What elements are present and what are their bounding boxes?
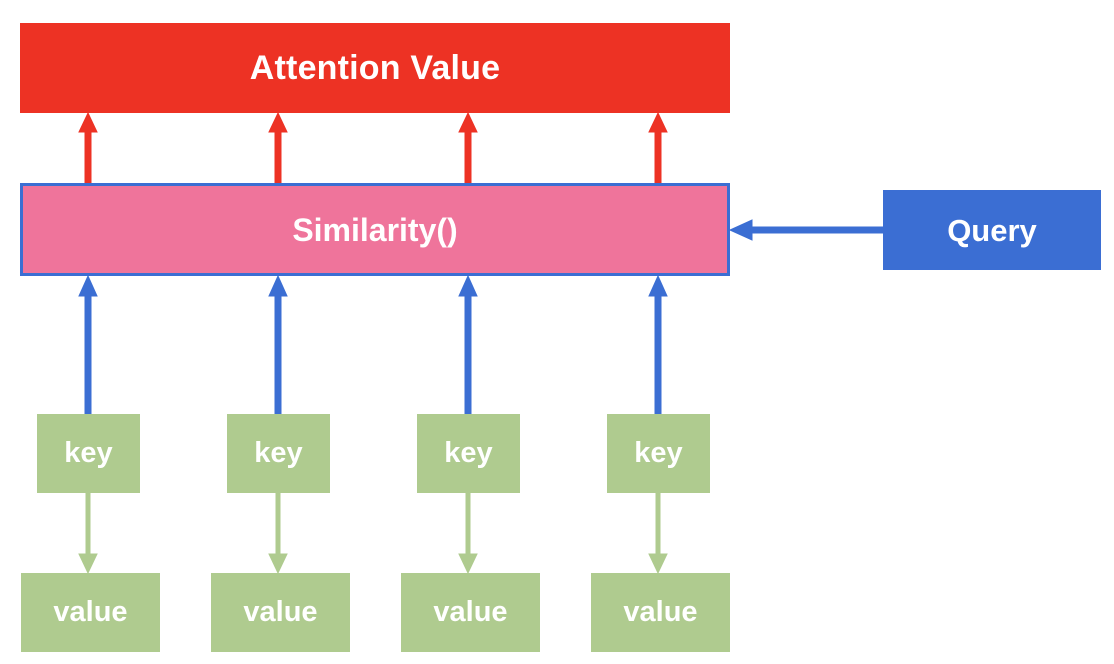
attention-value-label: Attention Value bbox=[249, 49, 501, 87]
arrow-key-to-value-4 bbox=[648, 492, 668, 575]
key-block-2: key bbox=[227, 414, 330, 493]
key-label-4: key bbox=[634, 437, 683, 469]
key-block-3: key bbox=[417, 414, 520, 493]
key-label-2: key bbox=[254, 437, 303, 469]
arrow-similarity-to-attention-2 bbox=[268, 111, 288, 185]
arrow-similarity-to-attention-4 bbox=[648, 111, 668, 185]
value-block-3: value bbox=[401, 573, 540, 652]
arrow-similarity-to-attention-3 bbox=[458, 111, 478, 185]
value-label-3: value bbox=[433, 596, 508, 628]
query-label: Query bbox=[947, 212, 1037, 248]
arrow-key-to-similarity-1 bbox=[78, 274, 98, 415]
arrow-key-to-similarity-3 bbox=[458, 274, 478, 415]
key-label-1: key bbox=[64, 437, 113, 469]
value-label-1: value bbox=[53, 596, 128, 628]
arrow-key-to-similarity-4 bbox=[648, 274, 668, 415]
key-block-4: key bbox=[607, 414, 710, 493]
similarity-label: Similarity() bbox=[292, 211, 458, 248]
query-block: Query bbox=[883, 190, 1101, 270]
arrow-key-to-value-3 bbox=[458, 492, 478, 575]
arrow-key-to-value-2 bbox=[268, 492, 288, 575]
arrow-key-to-value-1 bbox=[78, 492, 98, 575]
key-label-3: key bbox=[444, 437, 493, 469]
arrow-query-to-similarity bbox=[728, 219, 884, 241]
value-label-4: value bbox=[623, 596, 698, 628]
attention-value-block: Attention Value bbox=[20, 23, 730, 113]
value-label-2: value bbox=[243, 596, 318, 628]
value-block-2: value bbox=[211, 573, 350, 652]
arrow-similarity-to-attention-1 bbox=[78, 111, 98, 185]
similarity-block: Similarity() bbox=[20, 183, 730, 276]
value-block-4: value bbox=[591, 573, 730, 652]
key-block-1: key bbox=[37, 414, 140, 493]
value-block-1: value bbox=[21, 573, 160, 652]
arrow-key-to-similarity-2 bbox=[268, 274, 288, 415]
